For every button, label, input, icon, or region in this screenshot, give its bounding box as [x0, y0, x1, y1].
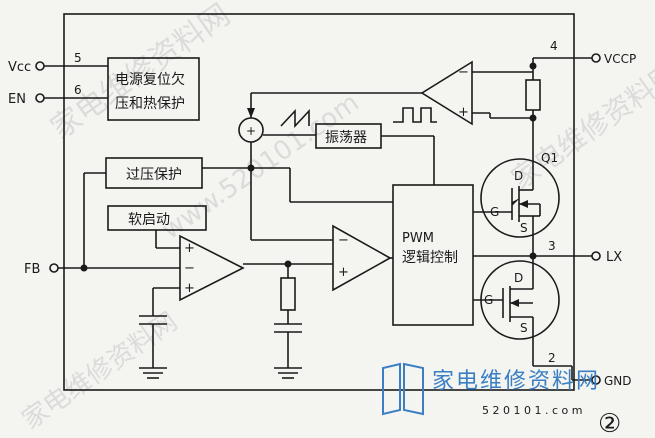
sawtooth-icon: [280, 108, 310, 129]
arrow-icon: [510, 299, 519, 307]
arrow-down-icon: [247, 108, 255, 118]
compensation-resistor: [280, 277, 296, 311]
junction-dot: [284, 260, 292, 268]
watermark-site-2: 家电维修资料网: [505, 56, 655, 195]
junction-dot: [529, 114, 537, 122]
pin-label-lx: LX: [606, 250, 622, 265]
pwm-comparator: [332, 224, 392, 292]
pin-number-2: 2: [548, 351, 556, 365]
junction-dot: [529, 62, 537, 70]
pwm-comp-minus: −: [338, 233, 349, 248]
pin-label-vcc: Vcc: [8, 60, 31, 75]
pin-number-3: 3: [548, 239, 556, 253]
square-wave-icon: [393, 107, 437, 123]
pin-label-vccp: VCCP: [604, 52, 636, 66]
cs-amp-plus: +: [458, 105, 469, 120]
junction-dot: [529, 252, 537, 260]
summing-plus: +: [246, 124, 256, 138]
pin-number-5: 5: [74, 51, 82, 65]
pin-terminal-gnd: [591, 375, 601, 385]
error-amp-plus: +: [184, 241, 195, 256]
sense-resistor: [525, 79, 541, 111]
logic-control-label: 逻辑控制: [402, 250, 458, 266]
pwm-label: PWM: [402, 231, 434, 246]
soft-start-block: [107, 205, 207, 231]
pin-label-gnd: GND: [604, 374, 632, 388]
ic-outline: [63, 13, 575, 391]
oscillator-label: 振荡器: [325, 130, 367, 146]
pin-terminal-vcc: [35, 61, 45, 71]
fet-high-d: D: [514, 169, 523, 183]
error-amplifier: [179, 234, 245, 302]
power-reset-label-1: 电源复位欠: [115, 71, 185, 88]
pin-label-en: EN: [8, 92, 26, 107]
fet-high-s: S: [520, 221, 528, 235]
arrow-icon: [519, 200, 528, 208]
watermark-url-1: www.520101.com: [157, 88, 365, 246]
figure-number: ②: [598, 409, 621, 438]
pin-terminal-en: [35, 93, 45, 103]
ovp-label: 过压保护: [126, 167, 182, 183]
error-amp-minus: −: [184, 261, 195, 276]
watermark-site-3: 家电维修资料网: [17, 307, 183, 436]
pwm-comp-plus: +: [338, 265, 349, 280]
pwm-logic-block: [392, 184, 474, 326]
pin-terminal-vccp: [591, 53, 601, 63]
pin-label-fb: FB: [24, 262, 40, 277]
junction-dot: [247, 164, 255, 172]
q1-label: Q1: [541, 151, 558, 165]
pin-terminal-fb: [49, 263, 59, 273]
junction-dot: [80, 264, 88, 272]
logo-site-text: 家电维修资料网: [432, 369, 600, 394]
fet-low-s: S: [520, 321, 528, 335]
high-side-mosfet: [480, 158, 560, 238]
error-amp-plus-2: +: [184, 281, 195, 296]
logo-url-text: 5 2 0 1 0 1 . c o m: [482, 404, 582, 417]
book-icon: [382, 362, 424, 416]
current-sense-amplifier: [420, 60, 473, 126]
power-reset-label-2: 压和热保护: [115, 96, 185, 112]
pin-terminal-lx: [591, 251, 601, 261]
pin-number-6: 6: [74, 83, 82, 97]
cs-amp-minus: −: [458, 65, 469, 80]
fet-high-g: G: [490, 205, 499, 219]
pin-number-4: 4: [550, 39, 558, 53]
fet-low-g: G: [484, 293, 493, 307]
fet-low-d: D: [514, 271, 523, 285]
soft-start-label: 软启动: [128, 212, 170, 228]
power-reset-block: [107, 57, 200, 121]
site-logo: 家电维修资料网 5 2 0 1 0 1 . c o m: [382, 362, 600, 417]
